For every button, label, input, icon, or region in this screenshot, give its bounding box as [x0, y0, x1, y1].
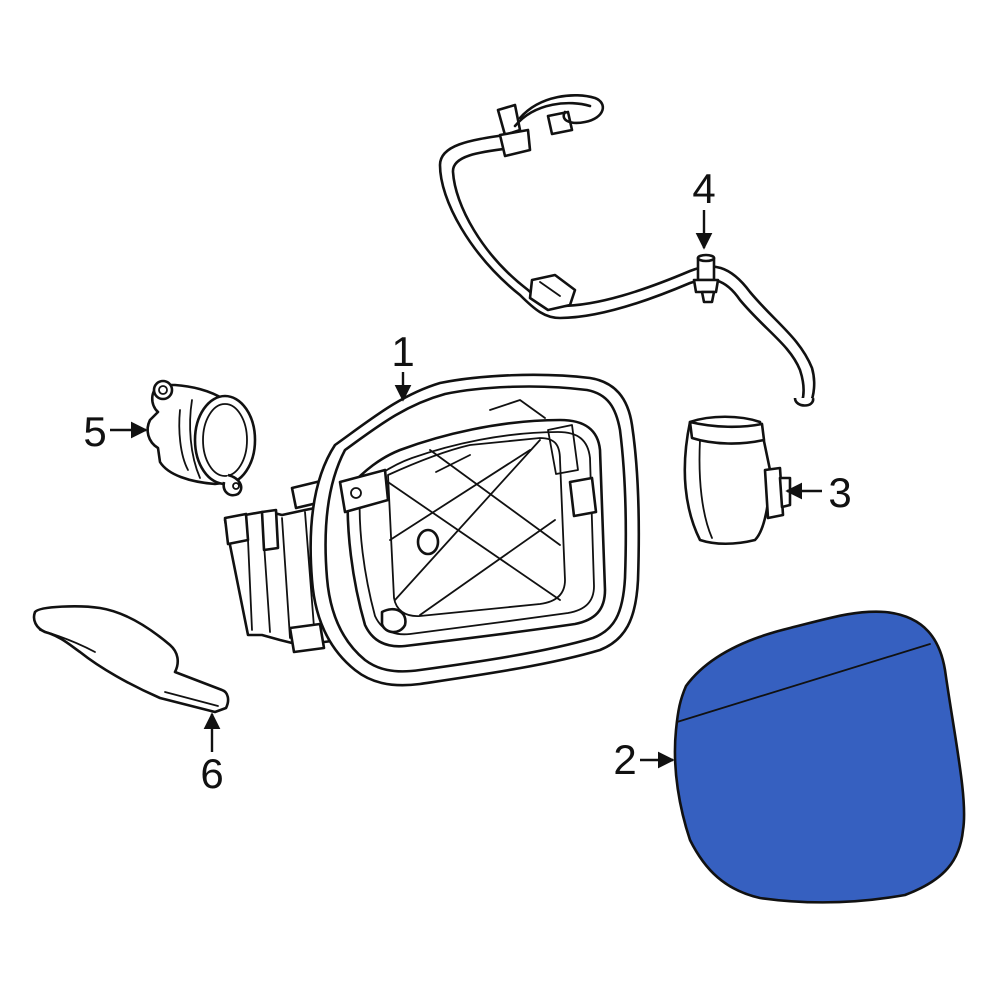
wire-harness[interactable]: [438, 94, 816, 407]
callout-2: 2: [613, 736, 675, 783]
callout-3: 3: [785, 469, 852, 516]
callout-1: 1: [391, 328, 415, 402]
fuel-door-housing[interactable]: [223, 373, 641, 687]
callout-label-2: 2: [613, 736, 636, 783]
callout-label-3: 3: [828, 469, 851, 516]
fuel-door-panel[interactable]: [673, 610, 966, 904]
callout-label-6: 6: [200, 750, 223, 797]
callout-label-4: 4: [692, 165, 715, 212]
door-bracket[interactable]: [32, 605, 230, 714]
actuator[interactable]: [683, 415, 792, 546]
callout-label-5: 5: [83, 408, 106, 455]
callout-6: 6: [200, 712, 224, 797]
callout-label-1: 1: [391, 328, 414, 375]
fuel-door[interactable]: [673, 610, 966, 904]
callout-4: 4: [692, 165, 716, 250]
fuel-filler-neck-seal[interactable]: [146, 379, 257, 497]
callout-5: 5: [83, 408, 148, 455]
